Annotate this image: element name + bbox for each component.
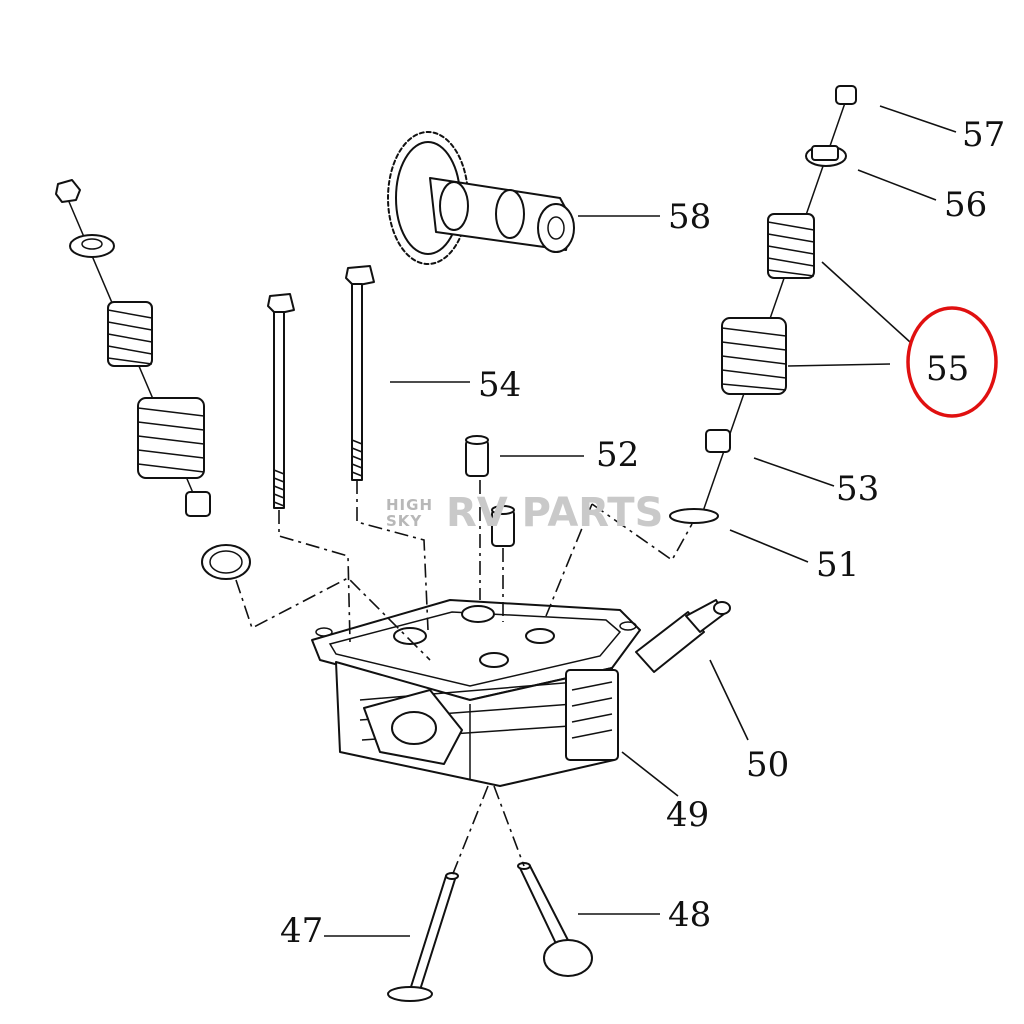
callout-labels: 57 56 58 55 54 52 53 51 50 49 47 48 bbox=[280, 115, 1005, 951]
callout-56: 56 bbox=[944, 185, 987, 225]
right-valve-spring-lower bbox=[721, 317, 787, 395]
right-valve-spring-upper bbox=[767, 213, 815, 279]
cylinder-head bbox=[311, 599, 641, 787]
cylinder-head-bolts bbox=[267, 265, 375, 509]
watermark-brand: RV PARTS bbox=[446, 490, 663, 536]
callout-47: 47 bbox=[280, 911, 323, 951]
exhaust-valve bbox=[387, 872, 459, 1002]
assembly-guide-lines bbox=[235, 480, 693, 877]
intake-valve bbox=[517, 862, 593, 977]
spark-plug bbox=[635, 599, 731, 673]
callout-55: 55 bbox=[926, 349, 969, 389]
left-valve-spring-upper bbox=[107, 301, 153, 367]
leader-lines bbox=[324, 105, 957, 937]
callout-58: 58 bbox=[668, 197, 711, 237]
highlight-circle-55 bbox=[906, 306, 998, 418]
left-valve-assembly bbox=[55, 179, 251, 580]
watermark: HIGH SKY RV PARTS bbox=[386, 490, 663, 536]
callout-49: 49 bbox=[666, 795, 709, 835]
watermark-line2: SKY bbox=[386, 512, 422, 530]
callout-48: 48 bbox=[668, 895, 711, 935]
camshaft-sprocket bbox=[387, 131, 575, 265]
callout-54: 54 bbox=[478, 365, 521, 405]
callout-53: 53 bbox=[836, 469, 879, 509]
callout-51: 51 bbox=[816, 545, 859, 585]
callout-52: 52 bbox=[596, 435, 639, 475]
left-valve-spring-lower bbox=[137, 397, 205, 479]
callout-50: 50 bbox=[746, 745, 789, 785]
right-valve-assembly bbox=[669, 85, 857, 524]
dowel-pins bbox=[465, 435, 515, 547]
watermark-line1: HIGH bbox=[386, 496, 433, 514]
callout-57: 57 bbox=[962, 115, 1005, 155]
